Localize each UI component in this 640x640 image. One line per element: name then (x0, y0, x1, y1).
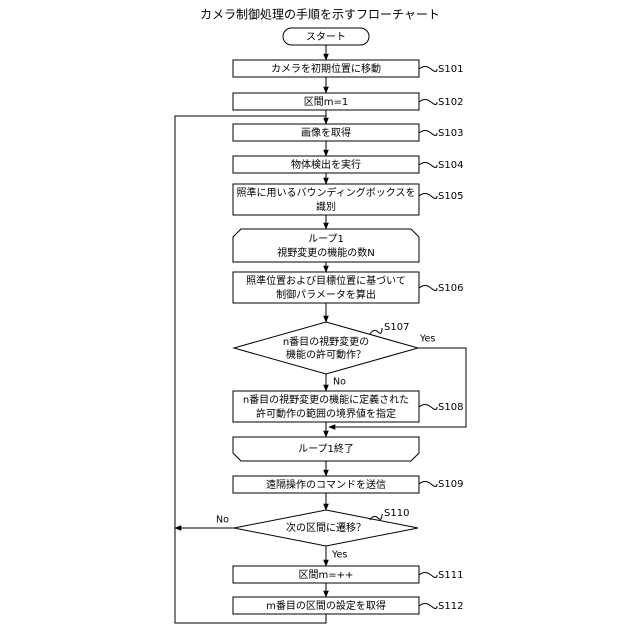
leader-s109 (419, 482, 437, 487)
s106-text-line1: 照準位置および目標位置に基づいて (246, 274, 406, 287)
s107-text-line2: 機能の許可動作？ (286, 348, 366, 361)
leader-s101 (419, 67, 437, 72)
leader-s107 (370, 328, 382, 334)
s107-text-line1: n番目の視野変更の (283, 335, 369, 348)
step-label-s106: S106 (438, 283, 463, 294)
loop-end-text: ループ1終了 (298, 442, 354, 455)
step-label-s109: S109 (438, 479, 463, 490)
s110-yes-label: Yes (331, 550, 347, 561)
step-label-s102: S102 (438, 97, 463, 108)
leader-s104 (419, 163, 437, 168)
s108-text-line1: n番目の視野変更の機能に定義された (243, 393, 409, 406)
step-label-s110: S110 (384, 508, 409, 519)
s105-text-line1: 照準に用いるバウンディングボックスを (237, 186, 416, 199)
leader-s112 (419, 604, 437, 609)
leader-s106 (419, 286, 437, 291)
s110-no-label: No (216, 515, 229, 526)
s103-text: 画像を取得 (301, 127, 351, 139)
start-label: スタート (306, 31, 346, 43)
s108-text-line2: 許可動作の範囲の境界値を指定 (256, 407, 396, 420)
step-label-s104: S104 (438, 160, 463, 171)
s107-yes-label: Yes (419, 334, 435, 345)
s112-text: m番目の区間の設定を取得 (266, 599, 386, 612)
leader-s108 (419, 405, 437, 410)
step-label-s108: S108 (438, 402, 463, 413)
s102-text: 区間m=1 (304, 96, 348, 108)
leader-s105 (419, 194, 437, 199)
step-label-s101: S101 (438, 64, 463, 75)
s104-text: 物体検出を実行 (291, 158, 361, 171)
step-label-s107: S107 (384, 322, 409, 333)
s111-text: 区間m=++ (299, 569, 354, 581)
loop-start-line1: ループ1 (308, 233, 344, 245)
loop-start-line2: 視野変更の機能の数N (277, 246, 374, 259)
leader-s103 (419, 131, 437, 136)
s110-text: 次の区間に遷移？ (286, 521, 366, 534)
leader-s111 (419, 573, 437, 578)
s107-no-label: No (333, 377, 346, 388)
step-label-s105: S105 (438, 191, 463, 202)
step-label-s111: S111 (438, 570, 463, 581)
s109-text: 遠隔操作のコマンドを送信 (266, 478, 386, 491)
diagram-title: カメラ制御処理の手順を示すフローチャート (200, 7, 440, 22)
leader-s102 (419, 100, 437, 105)
s106-text-line2: 制御パラメータを算出 (276, 288, 376, 301)
step-label-s103: S103 (438, 128, 463, 139)
s101-text: カメラを初期位置に移動 (271, 62, 381, 75)
s105-text-line2: 識別 (316, 200, 336, 213)
step-label-s112: S112 (438, 601, 463, 612)
